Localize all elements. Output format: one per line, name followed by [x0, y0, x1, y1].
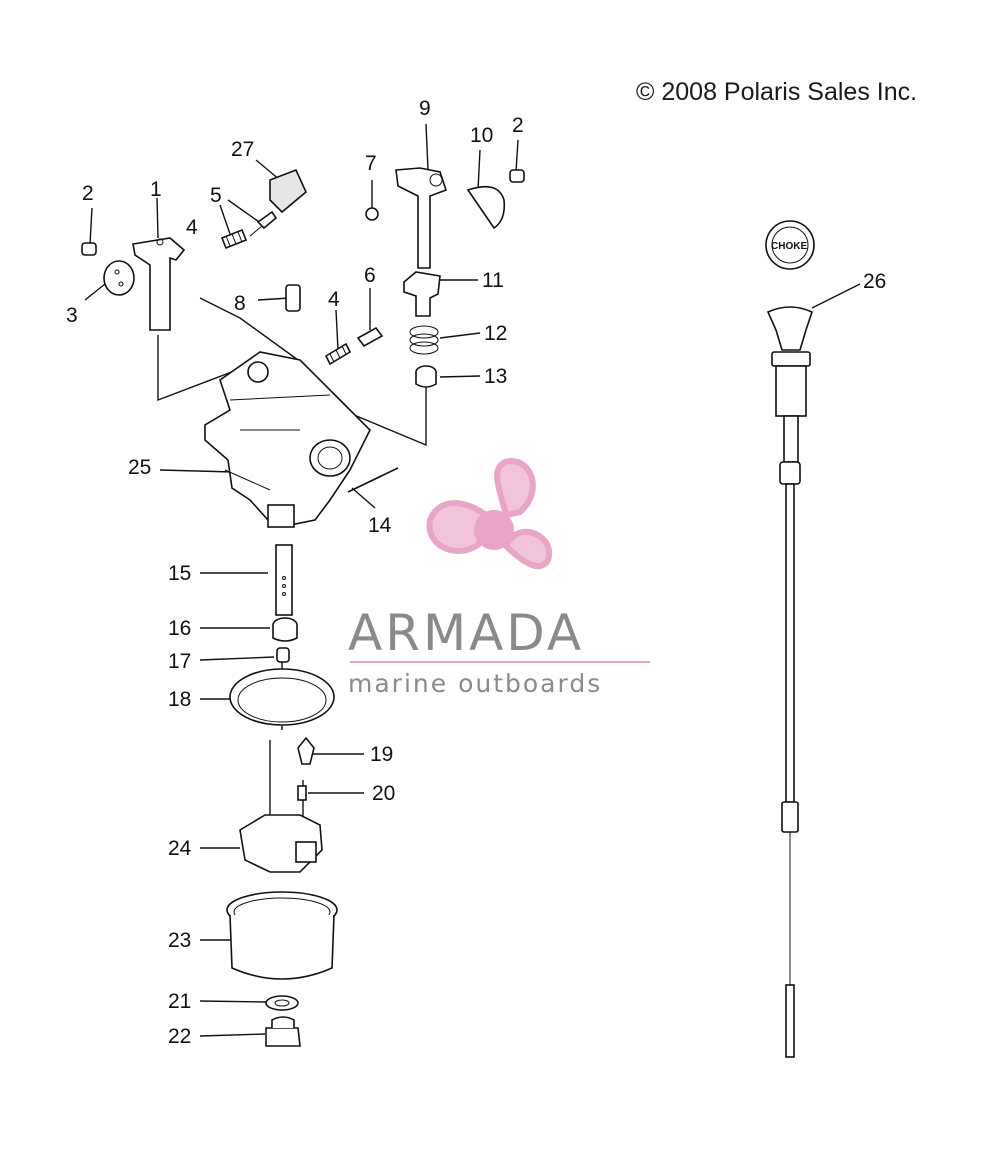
part-15-main-jet [275, 544, 293, 616]
part-2-screw-right [509, 169, 525, 183]
part-17-pilot-jet [276, 647, 290, 663]
callout-2-right: 2 [512, 114, 524, 137]
part-21-washer [265, 995, 299, 1011]
callout-3: 3 [66, 304, 78, 327]
part-27-cap [269, 168, 307, 214]
callout-25: 25 [128, 456, 151, 479]
callout-1: 1 [150, 178, 162, 201]
part-3-throttle-plate [103, 260, 135, 296]
part-4-spring-left [220, 228, 248, 250]
part-20-spring [297, 785, 307, 801]
callout-10: 10 [470, 124, 493, 147]
part-7-screw [365, 207, 379, 221]
part-26-choke-cable: CHOKE [765, 220, 815, 1058]
part-16-jet [272, 617, 298, 642]
callout-23: 23 [168, 929, 191, 952]
part-10-choke-plate [466, 185, 506, 230]
callout-26: 26 [863, 270, 886, 293]
part-18-gasket [229, 668, 335, 726]
part-24-float [239, 814, 323, 873]
part-11-choke-cam [403, 271, 441, 317]
leader-lines [84, 123, 861, 1037]
part-23-float-bowl [226, 891, 338, 980]
callout-8: 8 [234, 292, 246, 315]
part-2-screw-left [81, 242, 97, 256]
callout-2-left: 2 [82, 182, 94, 205]
choke-button-label: CHOKE [771, 241, 807, 252]
callout-5: 5 [210, 184, 222, 207]
part-22-drain-bolt [265, 1016, 301, 1047]
part-1-throttle-lever [132, 237, 186, 331]
brand-name: ARMADA [348, 604, 584, 662]
callout-4-left: 4 [186, 216, 198, 239]
part-6-screw [356, 326, 384, 348]
callout-17: 17 [168, 650, 191, 673]
callout-14: 14 [368, 514, 392, 537]
part-4-spring-right [324, 342, 352, 366]
part-19-float-needle [297, 736, 315, 765]
propeller-logo-icon [426, 458, 553, 570]
callout-4-right: 4 [328, 288, 340, 311]
callout-9: 9 [419, 97, 431, 120]
part-12-spring [409, 325, 439, 355]
callout-19: 19 [370, 743, 393, 766]
part-14-rod [347, 467, 399, 493]
callout-27: 27 [231, 138, 254, 161]
callout-22: 22 [168, 1025, 191, 1048]
callout-6: 6 [364, 264, 376, 287]
callout-7: 7 [365, 152, 377, 175]
brand-subtitle: marine outboards [348, 669, 602, 698]
callout-16: 16 [168, 617, 191, 640]
callout-11: 11 [482, 269, 504, 292]
part-9-choke-lever [395, 167, 448, 269]
callout-18: 18 [168, 688, 191, 711]
copyright-notice: © 2008 Polaris Sales Inc. [636, 78, 918, 106]
part-8-screw [285, 284, 301, 312]
callout-24: 24 [168, 837, 192, 860]
callout-15: 15 [168, 562, 191, 585]
callout-20: 20 [372, 782, 395, 805]
callout-12: 12 [484, 322, 507, 345]
callout-21: 21 [168, 990, 191, 1013]
callout-13: 13 [484, 365, 507, 388]
callout-labels: 1 2 2 3 4 4 5 6 7 8 9 10 11 12 13 14 15 … [66, 97, 886, 1048]
part-13-bushing [415, 365, 437, 388]
part-5-needle-screw [249, 210, 278, 237]
part-25-carburetor-body [204, 351, 371, 528]
